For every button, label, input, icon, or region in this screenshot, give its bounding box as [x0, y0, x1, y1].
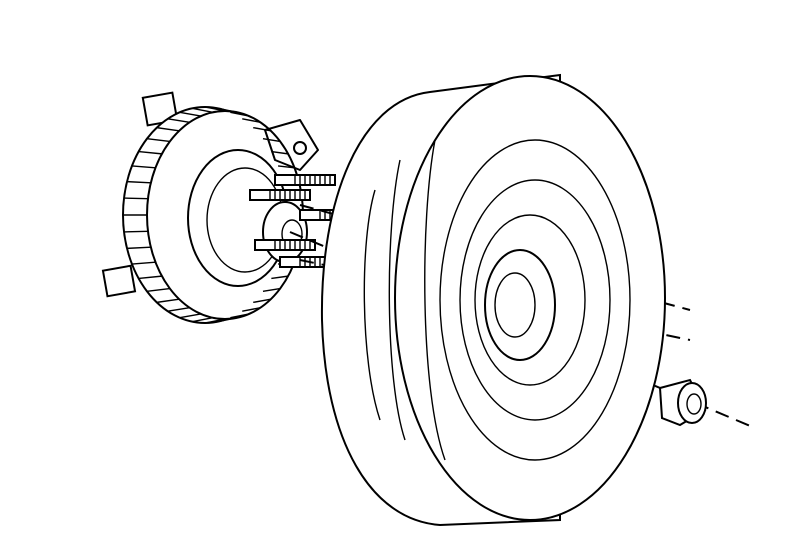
tire-and-wheel — [320, 73, 666, 527]
tone-ring-tooth — [217, 317, 238, 323]
tone-ring-tooth — [123, 197, 148, 200]
tone-ring-tooth — [230, 111, 250, 117]
tone-ring-tooth — [192, 107, 213, 113]
tone-ring-tooth — [204, 318, 226, 324]
tone-ring-tooth — [217, 107, 238, 113]
tone-ring-tooth — [131, 261, 156, 265]
tone-ring-tooth — [146, 137, 170, 143]
tone-ring-tooth — [242, 306, 261, 312]
tone-ring-tooth — [146, 287, 170, 293]
caliper-mount — [264, 119, 319, 171]
tone-ring-tooth — [167, 118, 190, 124]
hub-and-rotor — [101, 91, 319, 324]
tone-ring-tooth — [262, 137, 281, 143]
tone-ring-tooth — [271, 275, 289, 280]
tone-ring-tooth — [167, 306, 190, 312]
tone-ring-tooth — [126, 246, 151, 250]
rim-center-bore — [484, 249, 556, 361]
tone-ring-tooth — [242, 118, 261, 124]
tone-ring-tooth — [192, 317, 213, 323]
rim-outer — [439, 139, 631, 461]
tone-ring-tooth — [253, 298, 271, 304]
tone-ring-tooth — [230, 313, 250, 319]
tone-ring-tooth — [179, 313, 202, 319]
tone-ring-tooth — [262, 287, 281, 293]
tone-ring-tooth — [253, 126, 271, 132]
tone-ring-tooth — [271, 150, 289, 155]
tone-ring-tooth — [131, 165, 156, 169]
tone-ring-tooth — [126, 180, 151, 184]
tone-ring-tooth — [138, 275, 162, 280]
tone-ring-tooth — [156, 126, 180, 132]
tone-ring-tooth — [138, 150, 162, 155]
tone-ring-tooth — [156, 298, 180, 304]
tone-ring-tooth — [179, 111, 202, 117]
tone-ring-tooth — [123, 230, 148, 233]
lug-nut — [658, 378, 707, 427]
lower-bracket-tab — [101, 264, 137, 298]
tone-ring-tooth — [204, 106, 226, 112]
